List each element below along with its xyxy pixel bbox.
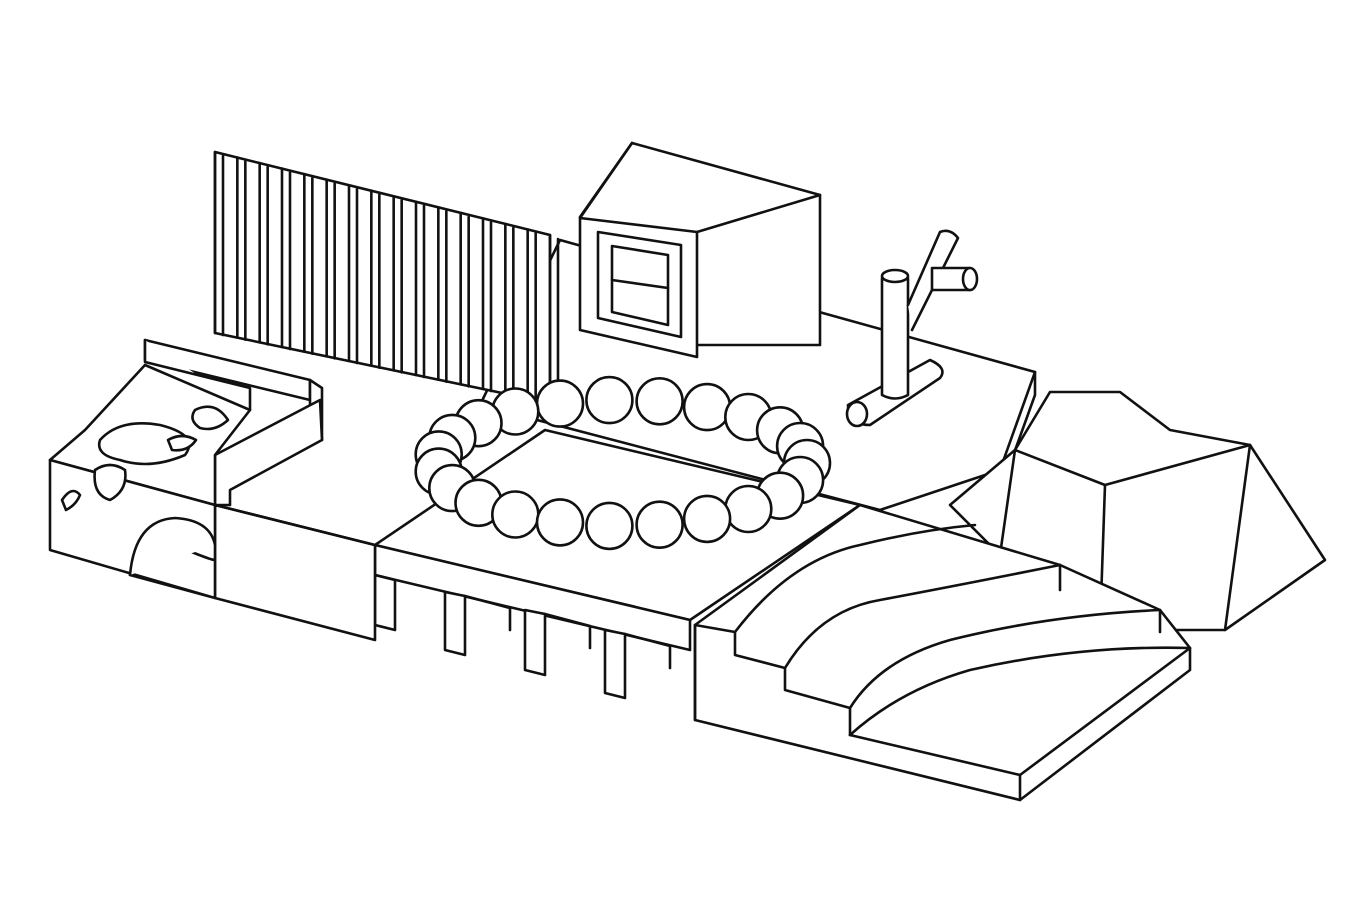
corrugation-rib [481,217,493,393]
ring-of-spheres [414,375,832,551]
corrugation-rib [280,167,292,351]
stepped-wave-slab [693,503,1192,802]
corrugation-rib [504,222,515,397]
corrugation-rib [236,156,247,341]
corrugation-rib [347,183,359,365]
corrugation-rib [325,178,336,360]
corrugation-rib [437,206,448,383]
sphere [585,501,634,551]
sphere [535,379,585,428]
cylinder-post [845,229,979,428]
corrugation-rib [459,211,470,388]
framed-box [578,141,822,359]
corrugation-rib [370,189,381,369]
sphere [682,382,732,432]
corrugation-rib [526,228,537,402]
sphere [535,498,585,547]
corrugation-ribs [213,150,560,407]
sphere [585,375,634,425]
perforated-block [48,363,252,600]
sphere [490,490,540,539]
sphere [723,484,773,534]
corrugation-rib [548,233,560,407]
corrugation-rib [213,150,225,337]
corrugation-rib [414,200,426,379]
corrugation-rib [303,172,314,355]
l-shaped-wall [143,338,377,642]
sphere [635,500,684,550]
sphere [635,376,684,426]
corrugation-rib [392,194,403,374]
corrugated-wall [213,150,560,407]
corrugation-rib [258,161,269,346]
sphere [682,494,732,544]
